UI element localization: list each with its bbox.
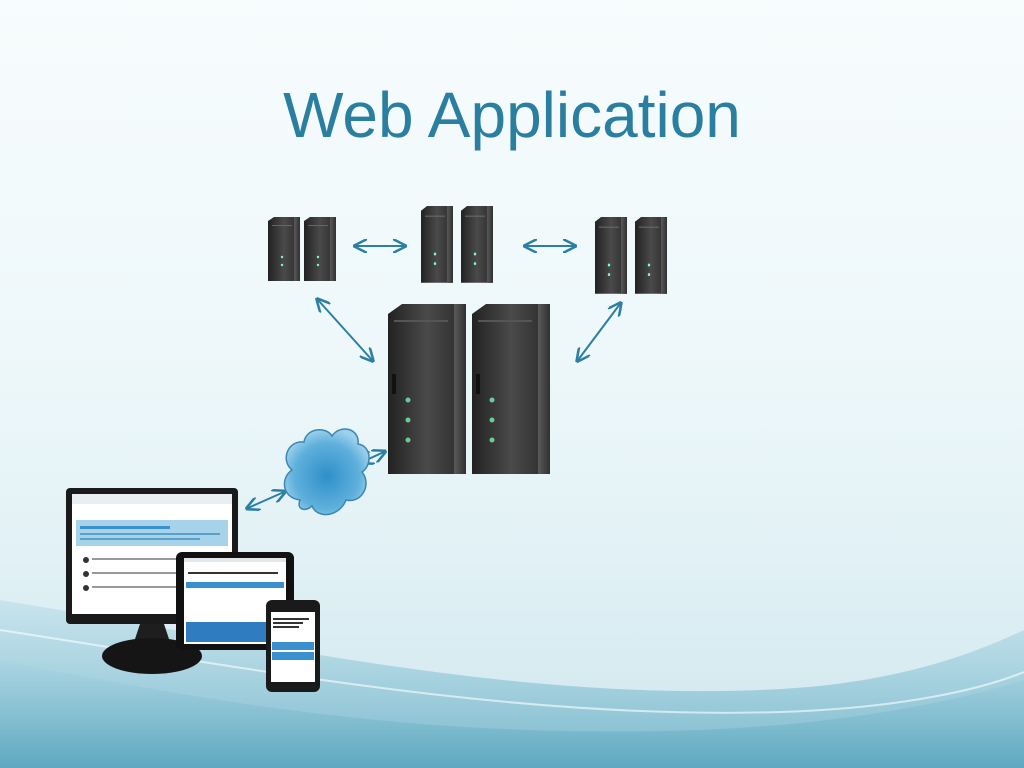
arrow-left-main [318, 300, 372, 360]
server-pair-middle-icon [421, 206, 493, 283]
server-pair-main-icon [388, 304, 550, 474]
arrow-devices-cloud [248, 492, 284, 508]
slide-title: Web Application [283, 79, 741, 151]
cloud-icon [283, 428, 370, 516]
phone-icon [266, 600, 320, 692]
server-pair-left-icon [268, 217, 336, 281]
server-pair-right-icon [595, 217, 667, 294]
arrow-right-main [578, 304, 620, 360]
tablet-icon [176, 552, 294, 650]
